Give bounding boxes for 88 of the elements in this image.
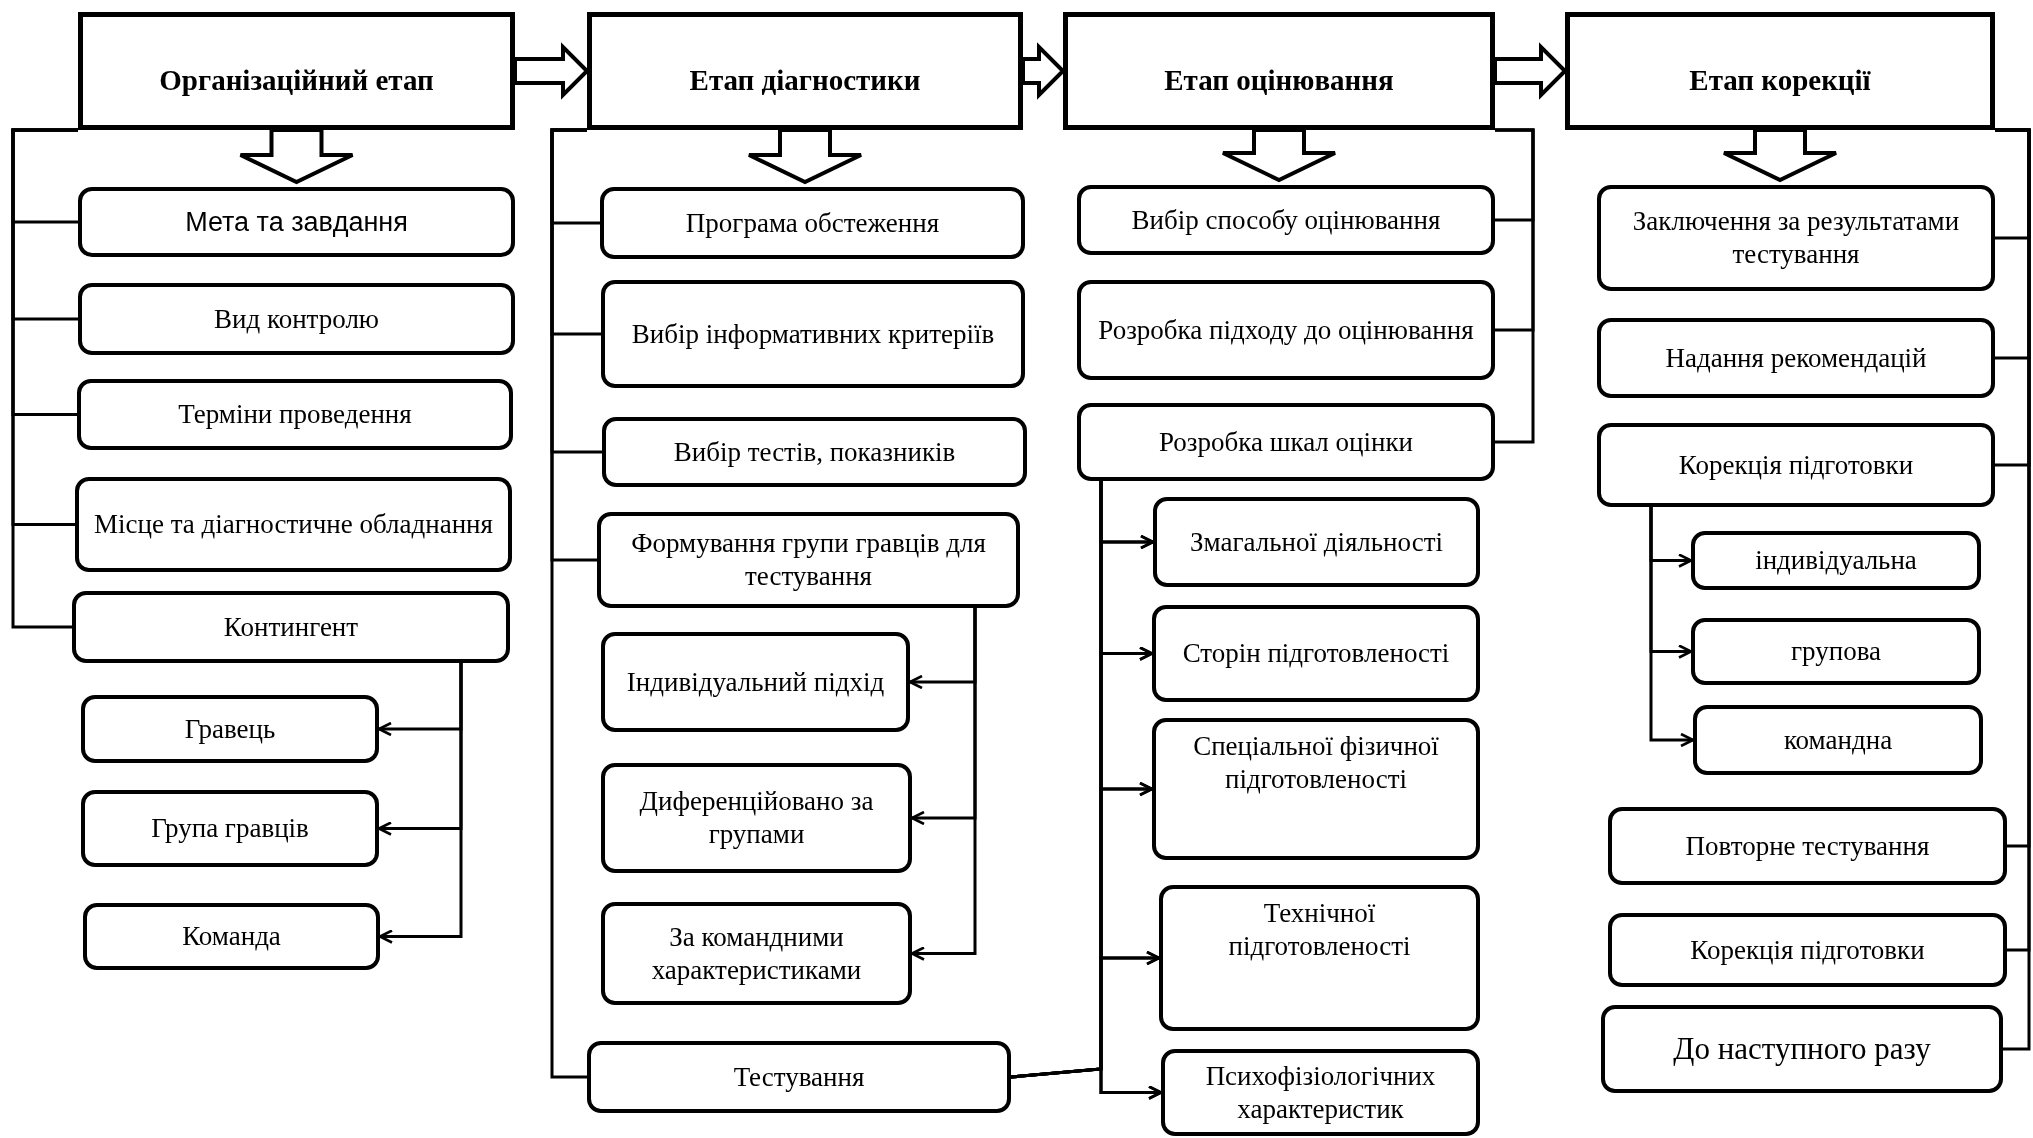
box-text: Мета та завдання	[185, 205, 408, 239]
box-text: Контингент	[223, 610, 359, 644]
stage-box	[78, 12, 515, 130]
box-text: командна	[1783, 723, 1893, 757]
connector-line	[11, 128, 78, 629]
block-arrow	[513, 42, 590, 100]
step-box	[78, 187, 515, 257]
block-arrow	[1221, 128, 1337, 183]
box-text: Заключення за результатами тестування	[1631, 205, 1961, 271]
box-text: Формування групи гравців для тестування	[630, 527, 987, 593]
step-box	[1691, 618, 1981, 685]
step-box	[1152, 718, 1480, 860]
step-box	[1161, 1049, 1480, 1136]
step-box	[1597, 185, 1995, 291]
box-text: індивідуальна	[1755, 544, 1917, 577]
arrow	[910, 608, 977, 961]
box-text: Команда	[182, 920, 281, 953]
box-text: Змагальної діяльності	[1189, 525, 1443, 559]
box-text: Тестування	[733, 1060, 865, 1094]
step-box	[81, 695, 379, 763]
box-text: Розробка шкал оцінки	[1158, 425, 1414, 459]
box-text: Місце та діагностичне обладнання	[94, 508, 493, 541]
arrow	[1649, 507, 1695, 748]
step-box	[601, 763, 912, 873]
box-text: Вид контролю	[213, 302, 380, 336]
block-arrow	[238, 128, 355, 185]
step-box	[1159, 885, 1480, 1031]
box-text: Індивідуальний підхід	[626, 665, 885, 699]
arrow	[1010, 1067, 1163, 1100]
step-box	[601, 632, 910, 732]
stage-box	[1063, 12, 1495, 130]
step-box	[1693, 705, 1983, 775]
step-box	[1597, 318, 1995, 398]
box-text: Етап оцінювання	[1164, 63, 1394, 99]
step-box	[1608, 913, 2007, 987]
box-text: Терміни проведення	[178, 398, 412, 431]
box-text: Група гравців	[151, 812, 309, 845]
stage-box	[1565, 12, 1995, 130]
block-arrow	[1722, 128, 1838, 183]
step-box	[597, 512, 1020, 608]
block-arrow	[747, 128, 863, 185]
step-box	[1152, 605, 1480, 702]
step-box	[602, 417, 1027, 487]
step-box	[81, 790, 379, 867]
step-box	[1077, 403, 1495, 481]
box-text: За командними характеристиками	[650, 920, 863, 987]
step-box	[600, 187, 1025, 259]
box-text: Гравець	[184, 712, 276, 746]
step-box	[1153, 497, 1480, 587]
box-text: Спеціальної фізичної підготовленості	[1192, 730, 1440, 796]
box-text: Організаційний етап	[159, 63, 434, 99]
step-box	[601, 280, 1025, 388]
box-text: Надання рекомендацій	[1665, 341, 1927, 375]
box-text: Повторне тестування	[1685, 829, 1930, 863]
block-arrow	[1021, 42, 1066, 100]
step-box	[1608, 807, 2007, 885]
step-box	[72, 591, 510, 663]
step-box	[601, 902, 912, 1005]
box-text: Корекція підготовки	[1690, 933, 1925, 967]
step-box	[77, 379, 513, 450]
box-text: Корекція підготовки	[1678, 448, 1914, 482]
step-box	[1601, 1005, 2003, 1093]
box-text: Вибір інформативних критеріїв	[631, 317, 995, 351]
step-box	[587, 1041, 1011, 1113]
box-text: Технічної підготовленості	[1227, 897, 1412, 963]
box-text: Вибір тестів, показників	[673, 435, 956, 469]
box-text: Етап корекції	[1689, 63, 1871, 99]
box-text: Вибір способу оцінювання	[1131, 203, 1441, 237]
connector-line	[1495, 128, 1535, 444]
step-box	[1597, 423, 1995, 507]
stage-box	[587, 12, 1023, 130]
box-text: Розробка підходу до оцінювання	[1098, 313, 1474, 347]
step-box	[1077, 280, 1495, 380]
step-box	[1077, 185, 1495, 255]
box-text: Етап діагностики	[689, 63, 921, 99]
block-arrow	[1493, 42, 1568, 100]
box-text: Програма обстеження	[685, 206, 940, 240]
arrow	[378, 663, 463, 944]
box-text: Сторін підготовленості	[1182, 637, 1450, 670]
box-text: До наступного разу	[1673, 1030, 1931, 1068]
connector-line	[550, 128, 587, 1079]
box-text: групова	[1790, 635, 1881, 668]
step-box	[83, 903, 380, 970]
step-box	[78, 283, 515, 355]
step-box	[75, 477, 512, 572]
box-text: Диференційовано за групами	[638, 785, 875, 851]
step-box	[1691, 531, 1981, 590]
box-text: Психофізіологічних характеристик	[1204, 1059, 1437, 1126]
